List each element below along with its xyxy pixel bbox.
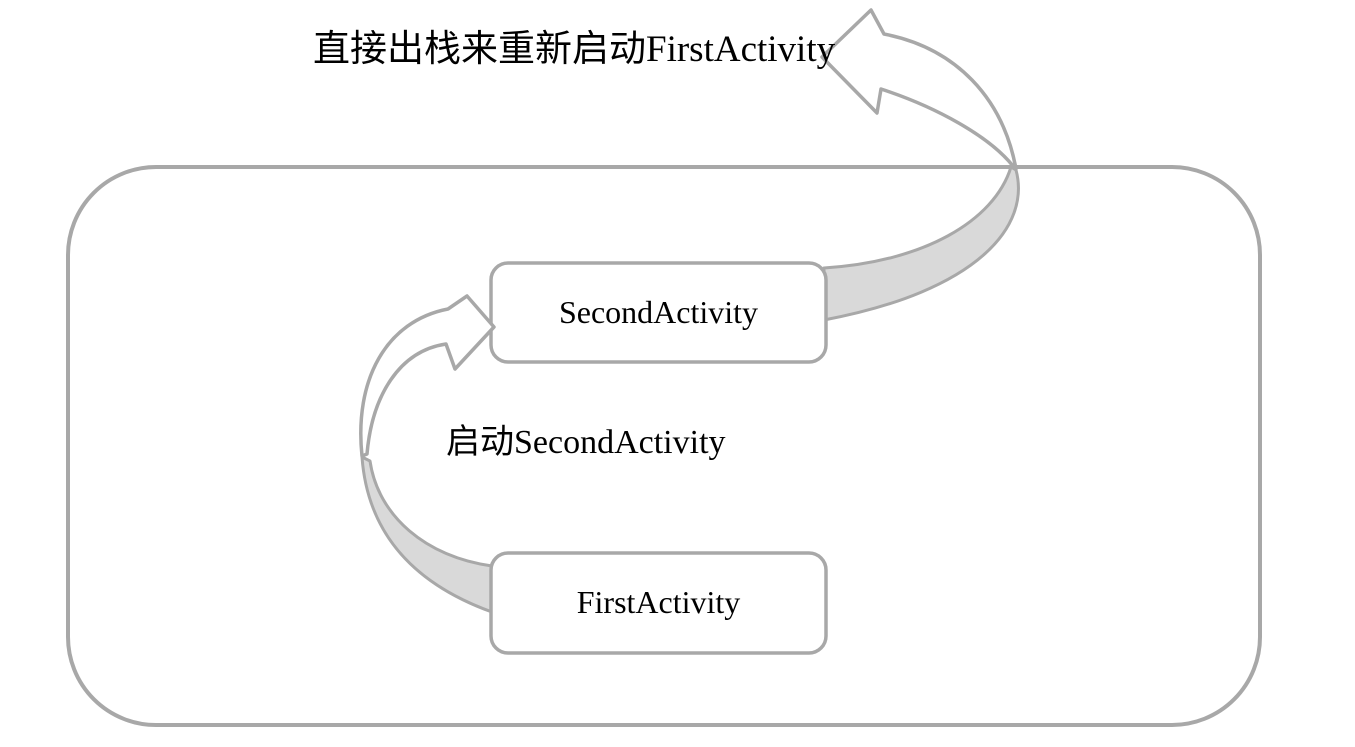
curved-arrow-up-left-icon [820, 8, 1018, 171]
pop-restart-annotation: 直接出栈来重新启动FirstActivity [313, 29, 836, 70]
launch-arrow-band [360, 455, 494, 614]
first-activity-label: FirstActivity [576, 584, 741, 621]
second-activity-label: SecondActivity [558, 293, 759, 330]
first-activity-box [489, 551, 828, 655]
launch-annotation: 启动SecondActivity [446, 424, 726, 461]
pop-restart-arrow-band [822, 165, 1020, 322]
curved-arrow-to-right-icon [359, 294, 496, 458]
back-stack-container [66, 165, 1262, 727]
second-activity-box [489, 261, 828, 364]
